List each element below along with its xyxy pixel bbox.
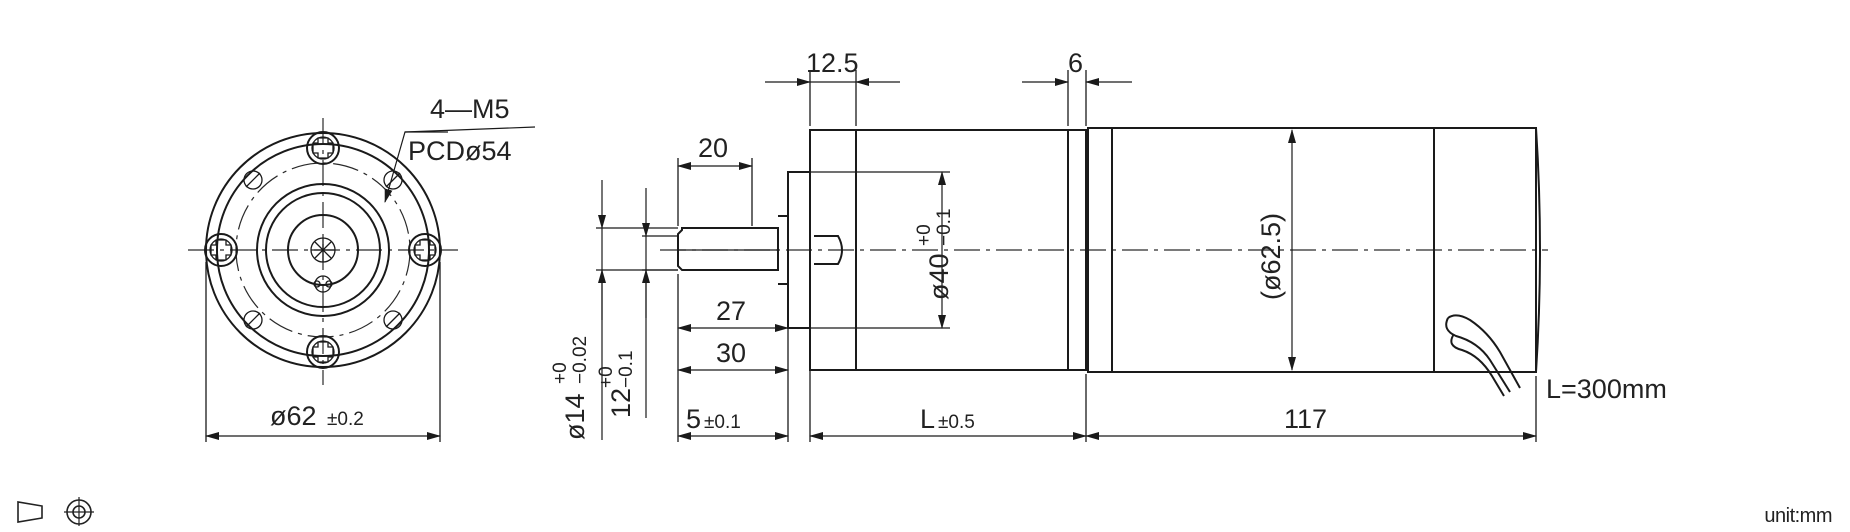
dim-length-L-tolerance: ±0.5 (938, 412, 975, 433)
dim-flat-tol-upper: +0 (596, 366, 617, 388)
dim-5-tolerance: ±0.1 (704, 412, 741, 433)
dim-shaft-diameter: ø14 (560, 393, 590, 440)
dim-lead-length: L=300mm (1546, 374, 1667, 404)
dim-motor-length: 117 (1284, 404, 1327, 434)
first-angle-projection-icon (17, 497, 94, 526)
dim-shaft-length: 20 (698, 133, 728, 163)
screw-top (306, 131, 340, 165)
front-view: 4—M5 PCDø54 ø62 ±0.2 (188, 94, 536, 442)
motor-body (1087, 127, 1537, 373)
dim-band-width: 6 (1068, 48, 1083, 78)
dim-pilot-tol-upper: +0 (914, 224, 935, 246)
dim-5: 5 (686, 404, 701, 434)
side-view: 12.5 6 20 ø40 +0 −0.1 (ø62.5) (550, 48, 1667, 442)
diameter-label: ø62 (270, 401, 317, 431)
dim-shaft-tol-lower: −0.02 (570, 336, 591, 384)
unit-label: unit:mm (1764, 505, 1832, 527)
dim-body-diameter: (ø62.5) (1256, 213, 1286, 300)
pcd-label: PCDø54 (408, 136, 512, 166)
connector-tab (313, 275, 333, 293)
dim-30: 30 (716, 338, 746, 368)
shaft (677, 227, 779, 271)
diameter-tolerance: ±0.2 (327, 409, 364, 430)
dim-length-L: L (920, 404, 935, 434)
dim-pilot-diameter: ø40 (924, 253, 954, 300)
dim-shaft-tol-upper: +0 (550, 362, 571, 384)
lead-wires (1445, 314, 1521, 397)
screw-bottom (306, 335, 340, 369)
dim-27: 27 (716, 296, 746, 326)
dim-flat-tol-lower: −0.1 (616, 350, 637, 388)
thread-label: 4—M5 (430, 94, 510, 124)
screw-right (408, 233, 442, 267)
dim-pilot-tol-lower: −0.1 (934, 208, 955, 246)
dim-flange-offset: 12.5 (806, 48, 859, 78)
dim-flat: 12 (606, 388, 636, 418)
screw-left (204, 233, 238, 267)
